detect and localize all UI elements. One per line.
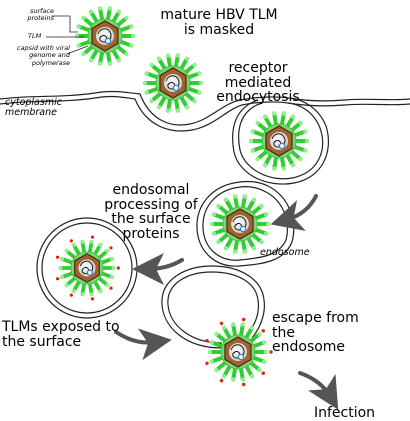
virions-layer [55, 6, 310, 387]
label-endosome: endosome [260, 247, 310, 258]
label-endosomal-processing: endosomal processing of the surface prot… [104, 182, 198, 243]
legend-capsid-label: capsid with viral genome and polymerase [16, 44, 70, 67]
label-escape-endosome: escape from the endosome [272, 310, 359, 356]
virion-mature-icon [74, 6, 136, 66]
endocytic-vesicle [232, 97, 330, 185]
label-receptor-endocytosis: receptor mediated endocytosis [216, 60, 300, 106]
label-tlms-exposed: TLMs exposed to the surface [2, 319, 120, 350]
endosome-ring [196, 180, 295, 267]
virion-binding-icon [142, 53, 204, 113]
cytoplasmic-membrane [0, 90, 410, 132]
virion-processed-icon [55, 235, 120, 301]
legend-lines [46, 15, 89, 55]
arrows-layer [114, 194, 339, 410]
virion-endosome-icon [209, 194, 271, 254]
arrow-3-icon [114, 328, 172, 361]
label-infection: Infection [314, 405, 376, 421]
arrow-4-icon [298, 371, 339, 410]
label-cytoplasmic-membrane: cytoplasmic membrane [5, 97, 62, 118]
arrow-2-icon [132, 252, 184, 285]
label-mature-hbv: mature HBV TLM is masked [160, 7, 278, 38]
legend-surface-proteins-label: surface proteins [27, 7, 54, 23]
virion-vesicle-icon [248, 111, 310, 171]
arrow-1-icon [270, 194, 318, 231]
virion-escaping-icon [205, 317, 273, 387]
legend-tlm-label: TLM [28, 32, 42, 40]
escape-endosome [161, 265, 265, 349]
